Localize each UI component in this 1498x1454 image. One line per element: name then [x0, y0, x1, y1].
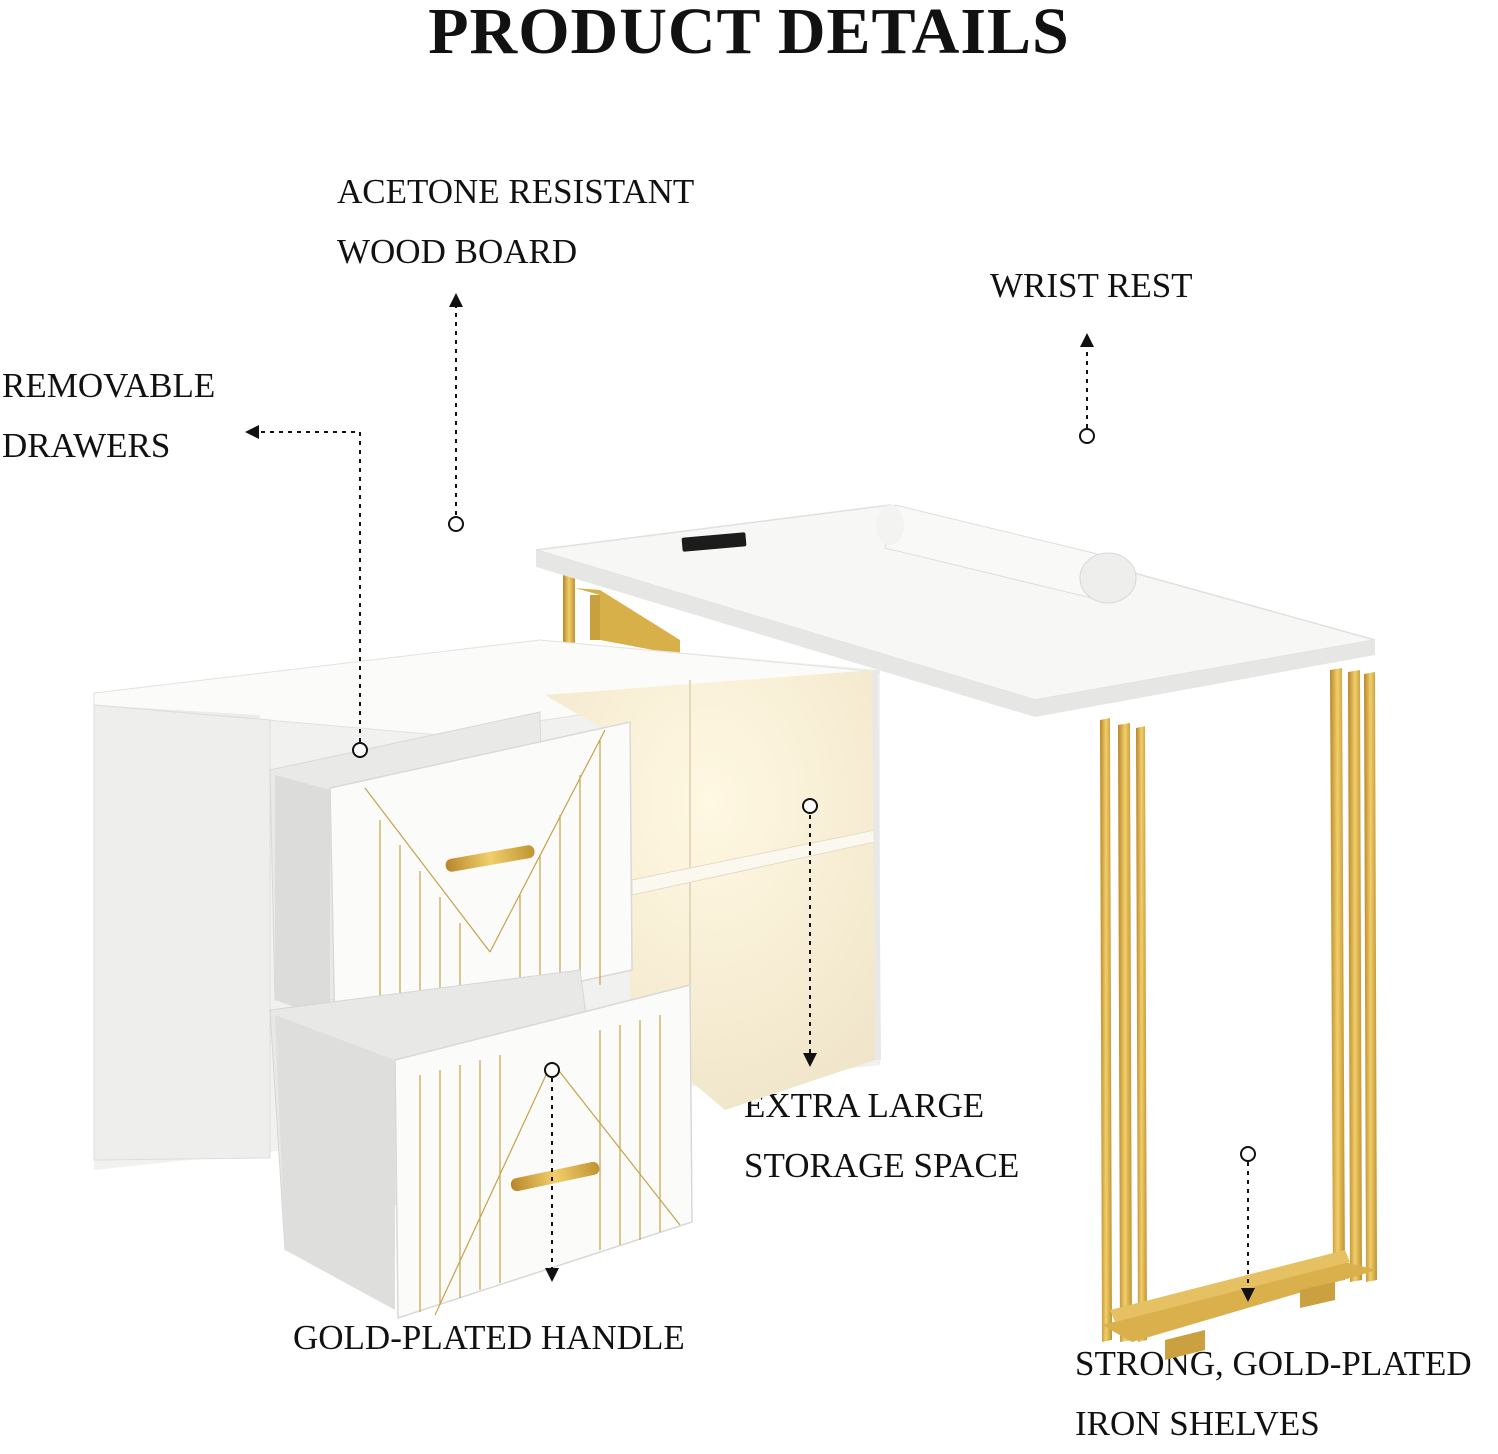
gold-side-legs	[1100, 668, 1377, 1360]
desk-top	[535, 504, 1376, 717]
lower-drawer	[269, 969, 693, 1320]
label-wrist-rest: WRIST REST	[990, 266, 1193, 305]
label-acetone-resistant: ACETONE RESISTANT WOOD BOARD	[337, 172, 695, 271]
wrist-rest-bolster	[876, 504, 1137, 604]
callout-dots	[352, 428, 1256, 1162]
upper-drawer	[269, 711, 633, 1036]
label-removable-drawers: REMOVABLE DRAWERS	[2, 366, 216, 465]
page-title: PRODUCT DETAILS	[428, 0, 1070, 68]
label-gold-plated-handle: GOLD-PLATED HANDLE	[293, 1318, 685, 1357]
label-storage-space: EXTRA LARGE STORAGE SPACE	[744, 1086, 1020, 1185]
power-outlet-icon	[681, 532, 747, 552]
callout-lines	[245, 293, 1255, 1302]
label-iron-shelves: STRONG, GOLD-PLATED IRON SHELVES	[1075, 1344, 1472, 1443]
rear-gold-leg	[563, 575, 680, 665]
